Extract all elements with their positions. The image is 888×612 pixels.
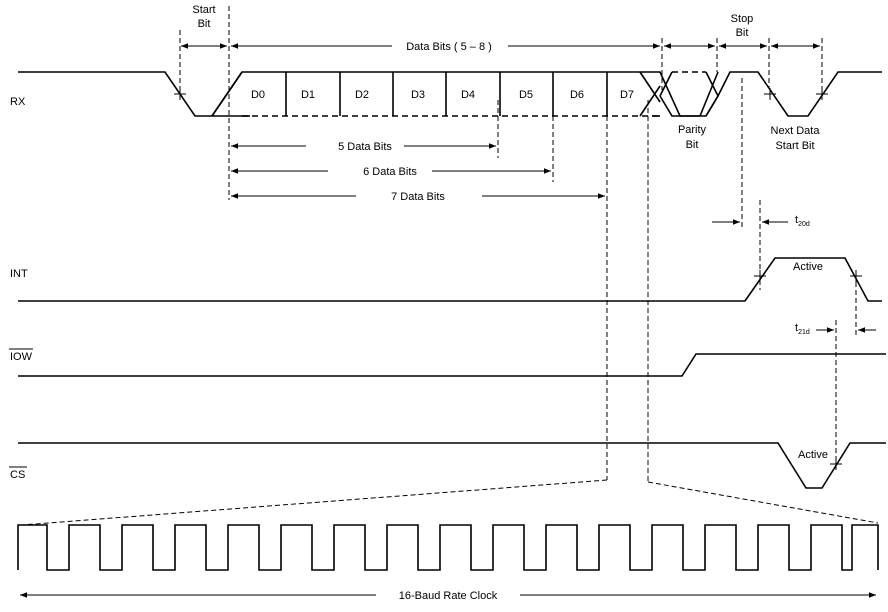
six-bits-label: 6 Data Bits [363,166,417,178]
next-data-label-2: Start Bit [775,140,814,152]
start-bit-label-1: Start [192,4,215,16]
data-bit-d5: D5 [519,89,533,101]
zoom-line-right [647,481,879,524]
data-bit-d7: D7 [620,89,634,101]
t20d-label: t20d [795,214,810,228]
t21d-label: t21d [795,322,810,336]
start-bit-label-2: Bit [198,18,211,30]
data-bit-d4: D4 [461,89,475,101]
rx-signal-label: RX [10,96,26,108]
rx-waveform [18,71,882,117]
data-bit-d3: D3 [411,89,425,101]
int-signal-label: INT [10,268,28,280]
five-bits-label: 5 Data Bits [338,141,392,153]
cs-active-label: Active [798,449,828,461]
data-bits-label: Data Bits ( 5 – 8 ) [406,41,492,53]
stop-bit-label-1: Stop [731,13,754,25]
next-data-label-1: Next Data [771,125,821,137]
stop-bit-label-2: Bit [736,27,749,39]
cs-signal-label: CS [10,469,25,481]
parity-bit-label-1: Parity [678,124,707,136]
zoom-line-left [21,479,608,526]
parity-bit-label-2: Bit [686,139,699,151]
clock-label: 16-Baud Rate Clock [399,590,498,602]
clock-waveform [17,524,879,571]
iow-waveform [18,353,886,377]
int-waveform [18,257,882,302]
int-active-label: Active [793,261,823,273]
data-bit-d2: D2 [355,89,369,101]
data-bit-d6: D6 [570,89,584,101]
data-bit-d0: D0 [251,89,265,101]
data-bit-d1: D1 [301,89,315,101]
seven-bits-label: 7 Data Bits [391,191,445,203]
cs-waveform [18,442,886,489]
iow-signal-label: IOW [10,351,33,363]
